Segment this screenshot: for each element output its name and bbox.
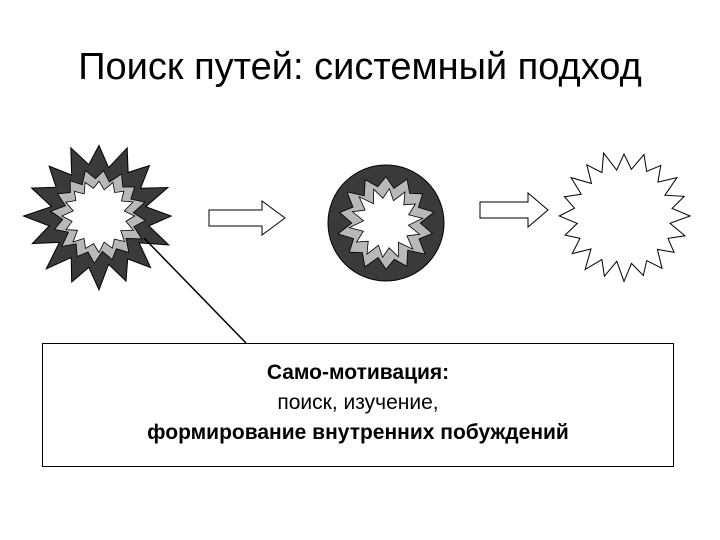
stage-2-inner-star [348, 187, 424, 259]
callout-box: Само-мотивация: поиск, изучение, формиро… [42, 343, 674, 467]
stage-3-star [558, 151, 692, 283]
arrow-right-1 [208, 200, 286, 236]
callout-heading: Само-мотивация: [266, 361, 450, 384]
callout-line-2: поиск, изучение, [277, 391, 439, 414]
callout-pointer-line [143, 237, 247, 344]
slide-title: Поиск путей: системный подход [78, 46, 642, 88]
stage-2-shape [327, 164, 445, 282]
stage-1-inner-star [60, 180, 136, 254]
callout-line-3: формирование внутренних побуждений [147, 421, 569, 444]
arrow-right-2 [479, 191, 549, 229]
stage-1-shape [22, 144, 173, 292]
